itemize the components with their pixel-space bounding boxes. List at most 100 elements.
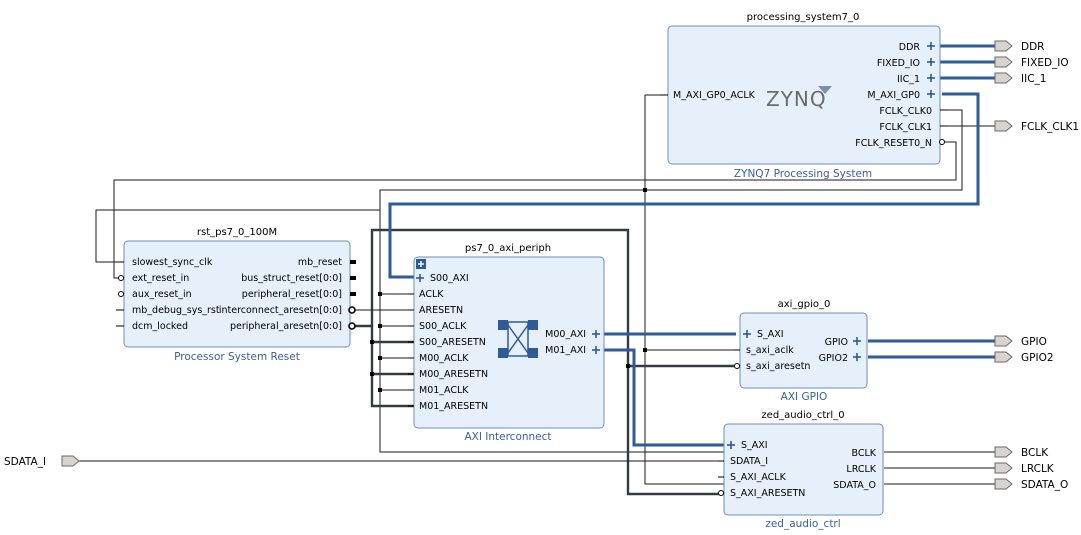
pin-label: M01_AXI	[545, 345, 586, 356]
pin-label: M01_ARESETN	[419, 401, 488, 412]
pin-label: M00_AXI	[545, 329, 586, 340]
pin-label: slowest_sync_clk	[132, 257, 213, 268]
expand-plus-icon[interactable]	[743, 330, 751, 338]
pin-label: SDATA_O	[833, 480, 876, 491]
port-fixed-io[interactable]: FIXED_IO	[994, 56, 1069, 69]
net-wires	[78, 94, 995, 496]
bus-wires	[388, 44, 995, 447]
pin-label: peripheral_aresetn[0:0]	[230, 321, 342, 332]
pin-label: S_AXI_ACLK	[730, 472, 787, 483]
block-instance-name: axi_gpio_0	[778, 299, 831, 310]
pin-label: S_AXI_ARESETN	[730, 488, 805, 499]
block-body[interactable]	[723, 423, 884, 516]
pin-label: mb_reset	[298, 257, 342, 268]
pin-label: interconnect_aresetn[0:0]	[219, 305, 342, 316]
svg-text:SDATA_I: SDATA_I	[4, 456, 46, 468]
block-processing-system7[interactable]: processing_system7_0 ZYNQ7 Processing Sy…	[660, 12, 948, 180]
block-type-label: Processor System Reset	[174, 351, 300, 363]
expand-plus-icon[interactable]	[416, 274, 424, 282]
expand-plus-icon[interactable]	[727, 441, 735, 449]
bus-m-axi-gp0[interactable]	[388, 92, 980, 279]
block-type-label: AXI GPIO	[781, 391, 828, 403]
pin-label: IIC_1	[897, 74, 920, 85]
crossbar-icon	[498, 320, 538, 358]
active-low-pin-icon	[734, 363, 740, 369]
left-pins: S_AXI s_axi_aclk s_axi_aresetn	[734, 329, 810, 372]
port-fclk-clk1[interactable]: FCLK_CLK1	[994, 120, 1079, 133]
port-sdata-i[interactable]: SDATA_I	[4, 455, 80, 468]
wire-clk-to-axi-clocks[interactable]	[379, 294, 728, 453]
port-lrclk[interactable]: LRCLK	[994, 462, 1055, 475]
port-ddr[interactable]: DDR	[994, 40, 1044, 53]
pin-label: DDR	[899, 42, 921, 53]
pin-label: bus_struct_reset[0:0]	[241, 273, 342, 284]
zynq-logo: ZYNQ	[766, 87, 827, 111]
pin-label: M01_ACLK	[419, 385, 469, 396]
port-iic-1[interactable]: IIC_1	[994, 72, 1046, 85]
port-gpio2[interactable]: GPIO2	[994, 351, 1054, 364]
expand-plus-icon[interactable]	[592, 330, 600, 354]
pin-label: M00_ACLK	[419, 353, 469, 364]
block-zed-audio-ctrl[interactable]: zed_audio_ctrl_0 zed_audio_ctrl S_AXI SD…	[718, 410, 884, 530]
pin-label: FCLK_CLK1	[879, 122, 932, 133]
wire-clk-top-loop[interactable]	[95, 189, 645, 263]
pin-label: S00_ACLK	[419, 321, 467, 332]
pin-label: peripheral_reset[0:0]	[242, 289, 342, 300]
bus-m01-axi[interactable]	[604, 348, 724, 447]
pin-label: ext_reset_in	[132, 273, 189, 284]
svg-text:BCLK: BCLK	[1021, 447, 1049, 459]
wire-clk-to-axi-aclk[interactable]	[379, 210, 414, 295]
pin-label: aux_reset_in	[132, 289, 192, 300]
wire-fclk-clk0[interactable]	[645, 109, 963, 191]
svg-text:GPIO2: GPIO2	[1021, 352, 1054, 364]
port-gpio[interactable]: GPIO	[994, 335, 1047, 348]
collapse-hierarchy-icon[interactable]	[416, 259, 426, 269]
expand-plus-icon[interactable]	[853, 337, 861, 361]
port-bclk[interactable]: BCLK	[994, 446, 1049, 459]
zynq-logo-mark	[818, 86, 832, 94]
external-ports: DDR FIXED_IO IIC_1 FCLK_CLK1 GPIO GPIO2 …	[4, 40, 1079, 491]
port-sdata-o[interactable]: SDATA_O	[994, 478, 1068, 491]
svg-text:DDR: DDR	[1021, 41, 1044, 53]
block-axi-gpio[interactable]: axi_gpio_0 AXI GPIO S_AXI s_axi_aclk s_a…	[734, 299, 868, 403]
block-instance-name: processing_system7_0	[747, 12, 860, 23]
wire-clk-trunk[interactable]	[644, 95, 732, 485]
right-pins: M00_AXI M01_AXI	[545, 329, 600, 356]
left-pins: M_AXI_GP0_ACLK	[660, 90, 756, 101]
block-type-label: AXI Interconnect	[464, 431, 551, 443]
svg-text:SDATA_O: SDATA_O	[1021, 479, 1068, 491]
pin-label: ACLK	[419, 289, 444, 300]
pin-label: GPIO	[825, 337, 848, 348]
pin-label: M_AXI_GP0_ACLK	[673, 90, 756, 101]
active-low-pin-icon	[718, 490, 724, 496]
pin-label: S00_ARESETN	[419, 337, 486, 348]
block-axi-interconnect[interactable]: ps7_0_axi_periph AXI Interconnect	[408, 243, 605, 443]
pin-label: FCLK_CLK0	[879, 106, 932, 117]
right-pins: DDR FIXED_IO IIC_1 M_AXI_GP0 FCLK_CLK0 F…	[855, 42, 948, 149]
pin-label: BCLK	[851, 448, 876, 459]
left-pins: slowest_sync_clk ext_reset_in aux_reset_…	[116, 257, 220, 332]
pin-label: s_axi_aclk	[746, 345, 794, 356]
right-pins: GPIO GPIO2	[819, 337, 861, 364]
svg-text:FIXED_IO: FIXED_IO	[1021, 57, 1069, 69]
wire-peripheral-aresetn[interactable]	[352, 324, 414, 408]
wire-fclk-reset0-n[interactable]	[113, 141, 957, 279]
svg-text:LRCLK: LRCLK	[1021, 463, 1055, 475]
pin-label: M_AXI_GP0	[867, 90, 920, 101]
block-processor-system-reset[interactable]: rst_ps7_0_100M Processor System Reset sl…	[116, 227, 356, 363]
right-pins: mb_reset bus_struct_reset[0:0] periphera…	[219, 257, 356, 332]
pin-label: SDATA_I	[730, 456, 768, 467]
pin-label: LRCLK	[846, 464, 876, 475]
svg-text:GPIO: GPIO	[1021, 336, 1047, 348]
block-type-label: zed_audio_ctrl	[765, 518, 840, 530]
pin-label: S00_AXI	[430, 273, 469, 284]
block-instance-name: zed_audio_ctrl_0	[761, 410, 844, 421]
wire-periph-aresetn-up[interactable]	[370, 228, 724, 496]
left-pins: S00_AXI ACLK ARESETN S00_ACLK S00_ARESET…	[408, 273, 488, 412]
block-type-label: ZYNQ7 Processing System	[734, 168, 872, 180]
block-instance-name: ps7_0_axi_periph	[465, 243, 551, 254]
expand-plus-icon[interactable]	[927, 42, 935, 98]
pin-label: FCLK_RESET0_N	[855, 138, 932, 149]
pin-label: FIXED_IO	[877, 58, 920, 69]
